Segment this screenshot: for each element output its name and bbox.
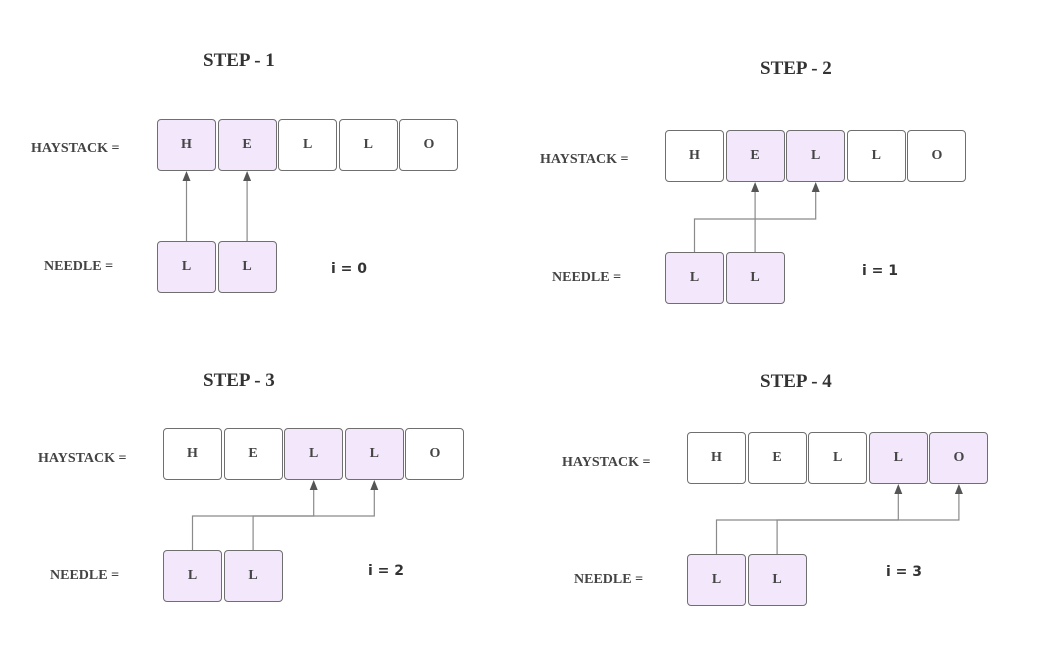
haystack-label: HAYSTACK = — [38, 451, 127, 466]
arrowhead — [182, 171, 191, 181]
haystack-cell: L — [846, 130, 906, 182]
haystack-cell: H — [163, 428, 222, 480]
needle-cell: L — [747, 554, 807, 606]
step-title: STEP - 2 — [760, 58, 832, 79]
haystack-cell: L — [786, 130, 846, 182]
needle-cell: L — [687, 554, 746, 606]
haystack-label: HAYSTACK = — [562, 455, 651, 470]
connector-line — [754, 191, 817, 252]
needle-label: NEEDLE = — [50, 568, 120, 583]
haystack-cell: H — [665, 130, 724, 182]
haystack-label: HAYSTACK = — [31, 141, 120, 156]
connector-line — [715, 493, 899, 554]
haystack-cell: L — [868, 432, 928, 484]
needle-cell: L — [665, 252, 724, 304]
haystack-cell: E — [217, 119, 277, 171]
needle-cell: L — [217, 241, 277, 293]
needle-label: NEEDLE = — [44, 259, 114, 274]
haystack-cell: E — [223, 428, 283, 480]
arrowhead — [954, 484, 963, 494]
index-label: i = 3 — [886, 564, 923, 580]
haystack-cell: E — [747, 432, 807, 484]
step-title: STEP - 4 — [760, 371, 832, 392]
haystack-cell: O — [399, 119, 459, 171]
index-label: i = 1 — [862, 263, 899, 279]
haystack-cell: E — [725, 130, 785, 182]
needle-label: NEEDLE = — [574, 572, 644, 587]
haystack-cell: O — [929, 432, 989, 484]
needle-cell: L — [163, 550, 222, 602]
needle-cell: L — [223, 550, 283, 602]
haystack-cell: L — [284, 428, 344, 480]
haystack-cell: H — [157, 119, 216, 171]
connector-line — [252, 489, 375, 550]
arrowhead — [243, 171, 252, 181]
arrowhead — [751, 182, 760, 192]
step-title: STEP - 3 — [203, 370, 275, 391]
arrowhead — [894, 484, 903, 494]
haystack-cell: L — [344, 428, 404, 480]
needle-cell: L — [725, 252, 785, 304]
haystack-cell: H — [687, 432, 746, 484]
connector-line — [776, 493, 960, 554]
arrowhead — [811, 182, 820, 192]
haystack-cell: O — [405, 428, 465, 480]
arrowhead — [370, 480, 379, 490]
connector-line — [693, 191, 756, 252]
needle-cell: L — [157, 241, 216, 293]
needle-label: NEEDLE = — [552, 270, 622, 285]
haystack-cell: L — [338, 119, 398, 171]
arrowhead — [309, 480, 318, 490]
haystack-label: HAYSTACK = — [540, 152, 629, 167]
step-title: STEP - 1 — [203, 50, 275, 71]
index-label: i = 0 — [331, 261, 368, 277]
haystack-cell: L — [278, 119, 338, 171]
haystack-cell: L — [808, 432, 868, 484]
index-label: i = 2 — [368, 563, 405, 579]
connector-line — [191, 489, 315, 550]
haystack-cell: O — [907, 130, 967, 182]
